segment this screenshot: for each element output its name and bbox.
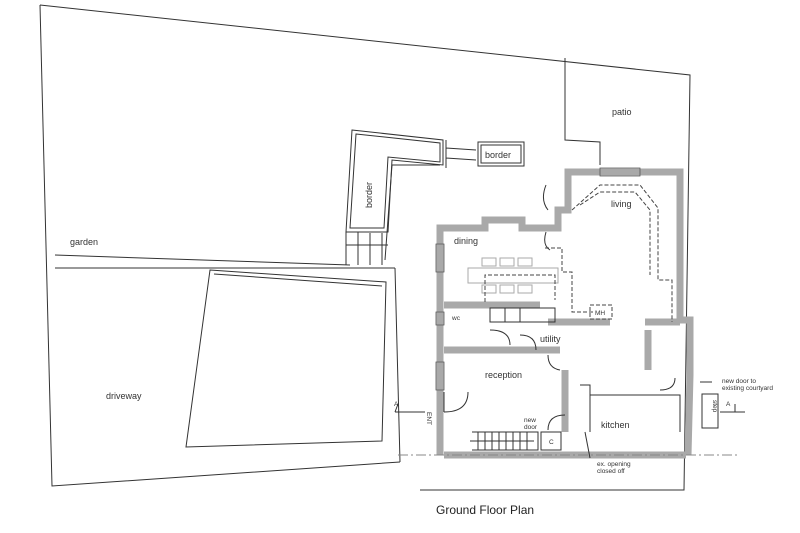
step-label: step — [711, 400, 718, 413]
border-planter-side — [345, 129, 444, 233]
driveway-outline-inner — [213, 273, 383, 287]
ex-opening-label-2: closed off — [597, 468, 625, 475]
room-label-wc: wc — [451, 315, 461, 322]
door-swings — [443, 184, 676, 431]
room-label-cupboard: C — [549, 439, 554, 446]
driveway-outline — [185, 269, 387, 448]
courtyard-step — [700, 381, 719, 429]
window-marks — [435, 167, 641, 391]
site-boundary — [39, 4, 691, 491]
proposed-layout-dashed — [484, 184, 673, 322]
internal-wall-utility — [444, 301, 686, 459]
room-label-border-top: border — [485, 150, 511, 160]
leader-ex-opening — [584, 431, 591, 459]
garden-driveway-divider — [54, 254, 395, 269]
cupboard — [540, 431, 562, 451]
stairs — [470, 431, 539, 451]
courtyard-door-label-1: new door to — [722, 378, 756, 385]
courtyard-door-label-2: existing courtyard — [722, 385, 773, 392]
new-door-label-1: new — [524, 417, 536, 424]
room-label-border-side: border — [364, 182, 374, 208]
kitchen-units — [489, 307, 681, 432]
room-label-kitchen: kitchen — [601, 420, 630, 430]
ex-opening-label-1: ex. opening — [597, 461, 631, 468]
room-label-patio: patio — [612, 107, 632, 117]
building-walls — [436, 168, 694, 456]
new-door-label-2: door — [524, 424, 538, 431]
section-markers — [394, 403, 745, 413]
section-label-left: A — [394, 401, 399, 408]
room-label-utility: utility — [540, 334, 561, 344]
section-label-right: A — [726, 401, 731, 408]
border-planter-top — [477, 141, 525, 167]
room-label-mh: MH — [595, 310, 605, 317]
room-label-reception: reception — [485, 370, 522, 380]
drawing-title: Ground Floor Plan — [436, 503, 534, 517]
room-label-driveway: driveway — [106, 391, 142, 401]
garden-steps — [345, 140, 477, 265]
dining-table — [467, 257, 559, 294]
room-label-living: living — [611, 199, 632, 209]
room-label-garden: garden — [70, 237, 98, 247]
patio-boundary — [564, 58, 601, 165]
entrance-label: ENT — [425, 412, 432, 425]
room-label-dining: dining — [454, 236, 478, 246]
border-planter-top-inner — [480, 144, 522, 164]
